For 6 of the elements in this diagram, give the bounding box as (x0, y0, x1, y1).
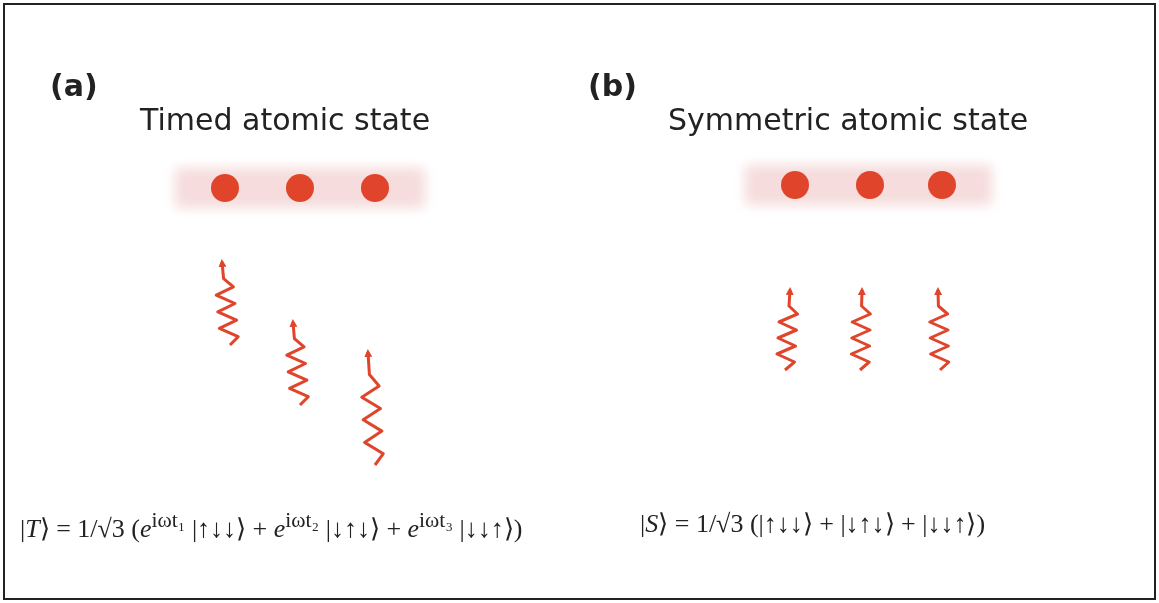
panel-title: Symmetric atomic state (668, 102, 1029, 137)
panel-label: (a) (50, 68, 98, 103)
panel-title: Timed atomic state (140, 102, 431, 137)
state-equation: |S⟩ = 1/√3 (|↑↓↓⟩ + |↓↑↓⟩ + |↓↓↑⟩) (640, 508, 986, 539)
state-equation: |T⟩ = 1/√3 (e$^{iωt₁}$ |↑↓↓⟩ + e$^{iωt₂}$ |↓↑↓⟩ + e$^{iωt₃}$ |↓↓↑⟩) (20, 508, 523, 544)
panel-label: (b) (588, 68, 637, 103)
